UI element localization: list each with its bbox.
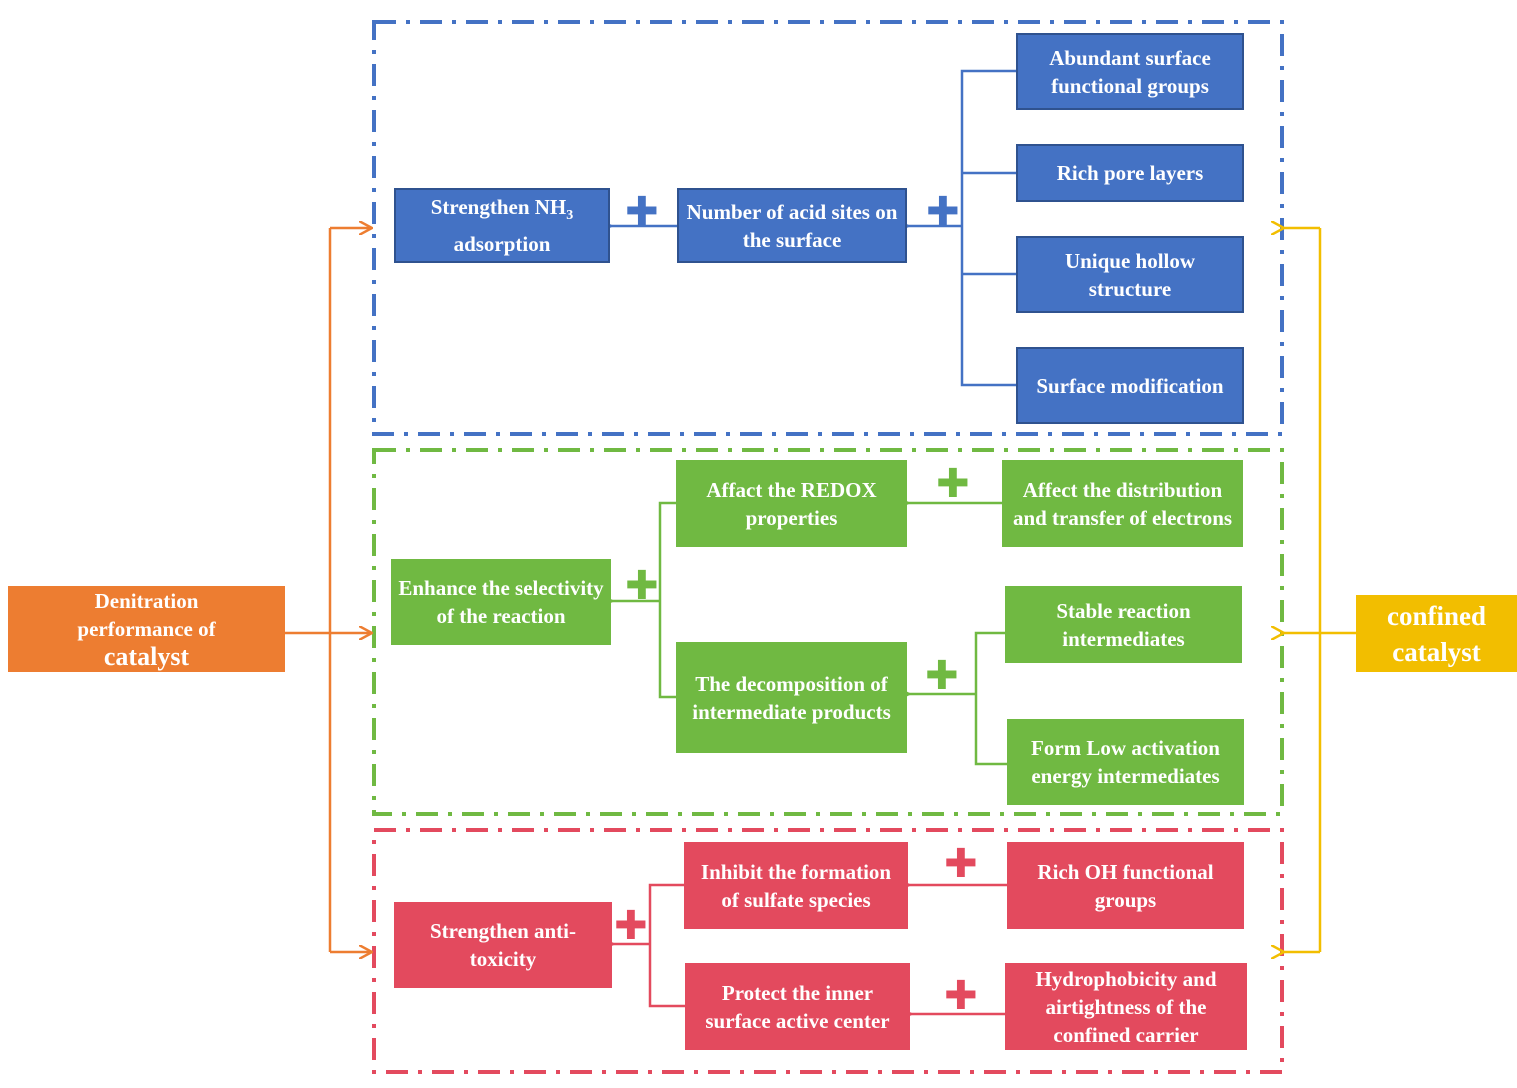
denitration-line3: catalyst [103,642,190,671]
nh3-prefix: Strengthen NH [430,194,567,219]
anti-toxicity-node: Strengthen anti-toxicity [394,902,612,988]
functional-groups-node: Abundant surface functional groups [1016,33,1244,110]
denitration-line2: performance of [77,617,216,641]
decomposition-node: The decomposition of intermediate produc… [676,642,907,753]
blue-plus-icon-1: ✚ [625,189,659,235]
green-bracket-selectivity [658,501,677,699]
strengthen-nh3-node: Strengthen NH3 adsorption [394,188,610,263]
nh3-line2: adsorption [453,232,551,257]
stable-intermediates-node: Stable reaction intermediates [1005,586,1242,663]
red-plus-icon-3: ✚ [944,973,978,1019]
green-plus-icon-2: ✚ [625,563,659,609]
selectivity-node: Enhance the selectivity of the reaction [391,559,611,645]
green-plus-icon-1: ✚ [936,461,970,507]
confined-catalyst-node: confined catalyst [1356,595,1517,672]
pore-layers-node: Rich pore layers [1016,144,1244,202]
inhibit-sulfate-node: Inhibit the formation of sulfate species [684,842,908,929]
red-plus-icon-2: ✚ [614,903,648,949]
blue-bracket [960,69,1017,387]
hydrophobicity-node: Hydrophobicity and airtightness of the c… [1005,963,1247,1050]
green-bracket-intermediates [974,631,1008,766]
hollow-structure-node: Unique hollow structure [1016,236,1244,313]
rich-oh-node: Rich OH functional groups [1007,842,1244,929]
electrons-node: Affect the distribution and transfer of … [1002,460,1243,547]
nh3-line1: Strengthen NH3 [431,193,574,230]
nh3-subscript: 3 [566,208,574,224]
confined-line2: catalyst [1392,636,1481,667]
red-bracket [648,883,686,1008]
denitration-line1: Denitration [94,589,199,613]
low-activation-node: Form Low activation energy intermediates [1007,719,1244,805]
red-plus-icon-1: ✚ [944,841,978,887]
blue-plus-icon-2: ✚ [926,189,960,235]
acid-sites-node: Number of acid sites on the surface [677,188,907,263]
confined-line1: confined [1386,600,1486,631]
protect-center-node: Protect the inner surface active center [685,963,910,1050]
surface-modification-node: Surface modification [1016,347,1244,424]
redox-node: Affact the REDOX properties [676,460,907,547]
green-plus-icon-3: ✚ [925,653,959,699]
denitration-performance-node: Denitration performance of catalyst [8,586,285,672]
